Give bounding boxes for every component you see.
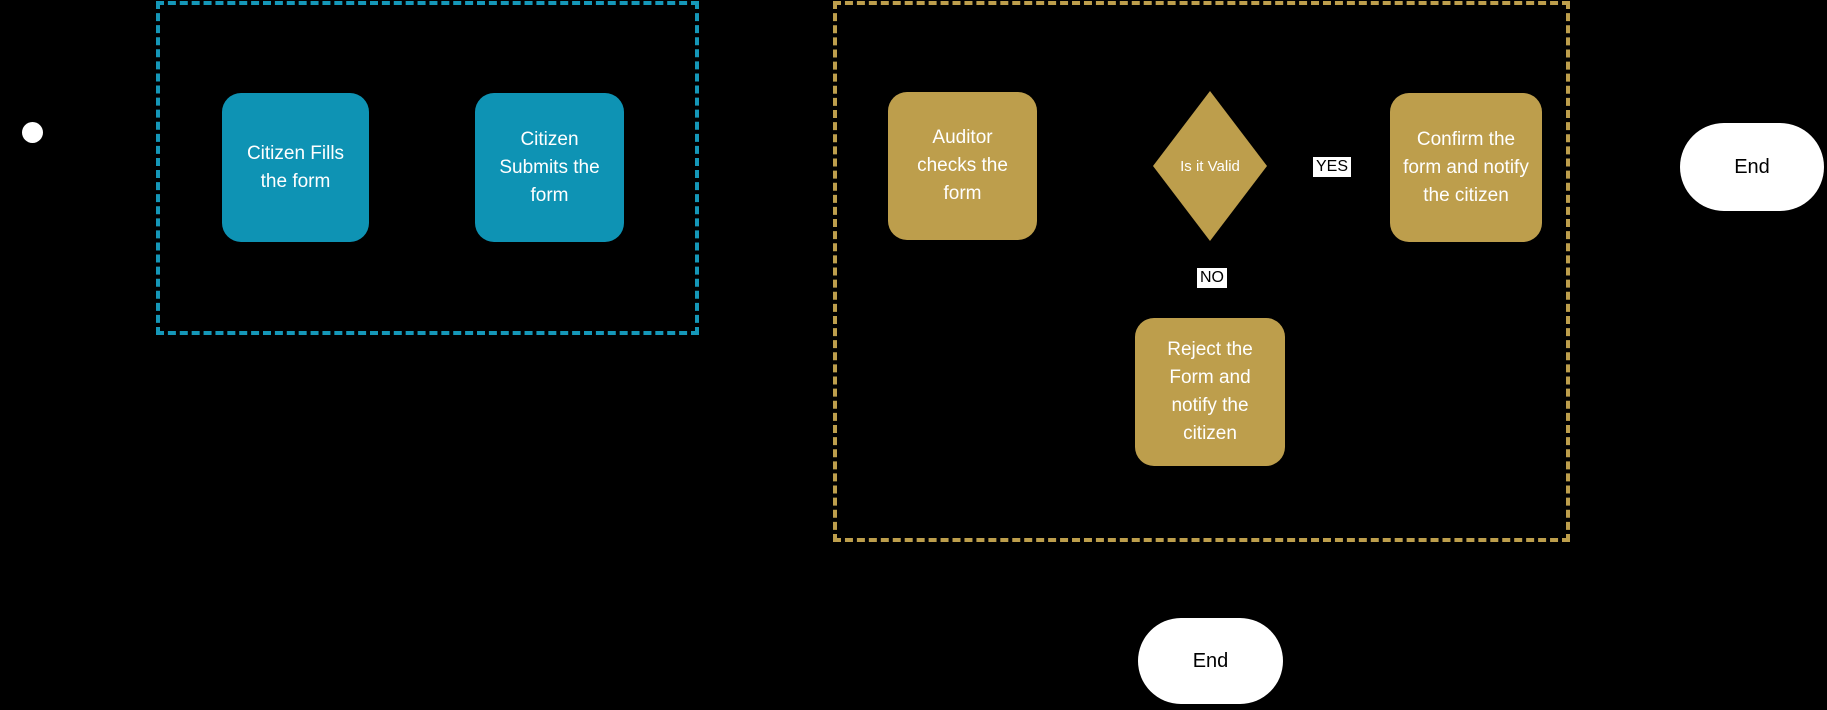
node-auditor-checks-form: Auditor checks the form bbox=[888, 92, 1037, 240]
start-state-icon bbox=[22, 122, 43, 143]
node-label: Citizen Submits the form bbox=[499, 128, 600, 206]
edge-label-no: NO bbox=[1197, 268, 1227, 288]
node-citizen-submits-form: Citizen Submits the form bbox=[475, 93, 624, 242]
edge-label-yes: YES bbox=[1313, 157, 1352, 177]
node-label: Reject the Form and notify the citizen bbox=[1167, 339, 1253, 444]
node-reject-and-notify: Reject the Form and notify the citizen bbox=[1135, 318, 1285, 466]
node-confirm-and-notify: Confirm the form and notify the citizen bbox=[1390, 93, 1542, 242]
node-citizen-fills-form: Citizen Fills the form bbox=[222, 93, 369, 242]
citizen-lane-group bbox=[156, 1, 699, 335]
node-label: Auditor checks the form bbox=[917, 127, 1008, 204]
node-label: Confirm the form and notify the citizen bbox=[1403, 128, 1529, 206]
end-node-main: End bbox=[1680, 123, 1824, 211]
auditor-lane-group bbox=[833, 1, 1570, 542]
decision-label: Is it Valid bbox=[1180, 157, 1240, 175]
node-label: Citizen Fills the form bbox=[246, 142, 345, 192]
end-node-reject-path: End bbox=[1138, 618, 1283, 704]
end-label: End bbox=[1734, 155, 1770, 178]
end-label: End bbox=[1192, 649, 1229, 672]
